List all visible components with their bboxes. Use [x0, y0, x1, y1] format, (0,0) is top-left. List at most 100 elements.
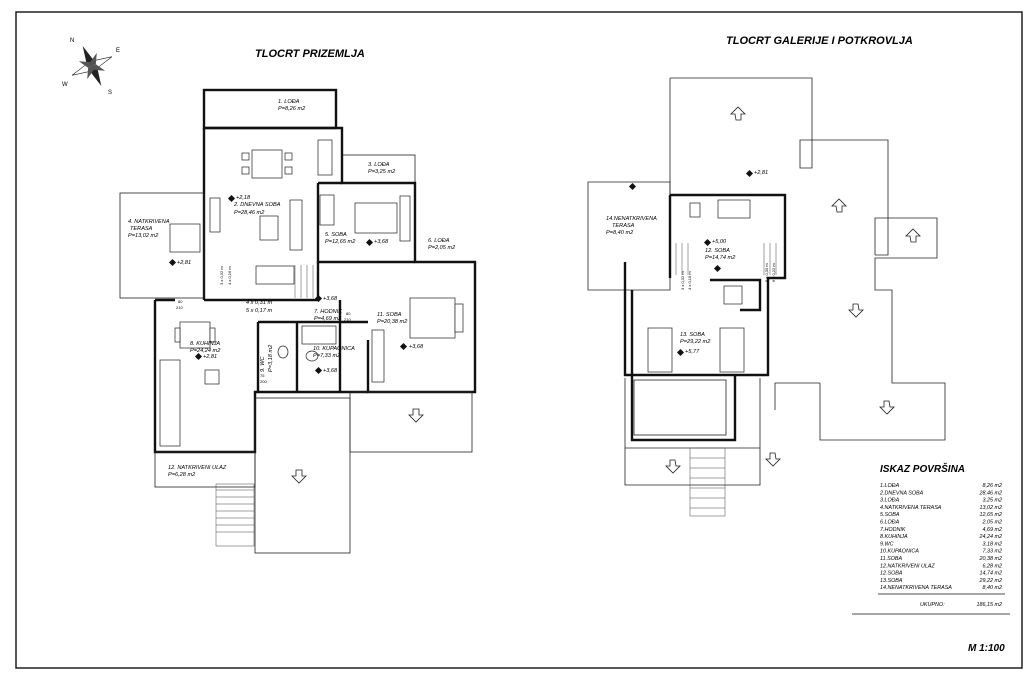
upper-floor-title: TLOCRT GALERIJE I POTKROVLJA: [726, 35, 913, 47]
room-7-area: P=4,69 m2: [314, 316, 342, 322]
summary-row-area: 8,40 m2: [983, 585, 1002, 591]
door-210-b: 210: [176, 305, 183, 310]
room-11-area: P=20,38 m2: [377, 319, 408, 325]
upper-stair-d: 6 x 0,22 m: [771, 263, 776, 282]
room-4-area: P=13,02 m2: [128, 233, 159, 239]
level-g3: +2,81: [203, 354, 217, 360]
summary-row-name: 3.LOĐA: [880, 498, 900, 504]
summary-row-area: 29,22 m2: [979, 578, 1002, 584]
summary-row-name: 13.SOBA: [880, 578, 903, 584]
compass-e: E: [116, 48, 120, 54]
summary-row-area: 4,69 m2: [983, 527, 1002, 533]
summary-row-name: 6.LOĐA: [880, 520, 900, 526]
room-12-name: 12. NATKRIVENI ULAZ: [168, 465, 227, 471]
summary-title: ISKAZ POVRŠINA: [880, 462, 965, 475]
level-marker-icon: [168, 194, 408, 375]
upper-stair-b: 4 x 0,16 m: [687, 271, 692, 290]
ground-floor-plan: 1. LOĐA P=8,26 m2 2. DNEVNA SOBA P=28,46…: [119, 88, 477, 554]
level-u3: +5,77: [685, 349, 700, 355]
room-3-name: 3. LOĐA: [368, 162, 390, 168]
upper-floor-plan: 12. SOBA P=14,74 m2 13. SOBA P=29,22 m2 …: [587, 77, 946, 517]
summary-row-name: 14.NENATKRIVENA TERASA: [880, 585, 952, 591]
room-3-area: P=3,25 m2: [368, 169, 396, 175]
room-10-area: P=7,33 m2: [313, 353, 341, 359]
compass-rose-icon: N E S W: [62, 38, 120, 96]
level-g6: +3,68: [323, 368, 338, 374]
room-u12-name: 12. SOBA: [705, 248, 730, 254]
summary-row-area: 7,33 m2: [983, 549, 1002, 555]
summary-row-area: 8,26 m2: [983, 483, 1002, 489]
door-80-a: 80: [346, 311, 351, 316]
room-7-name: 7. HODNIK: [314, 309, 342, 315]
summary-row-name: 11.SOBA: [880, 556, 902, 562]
room-8-name: 8. KUHINJA: [190, 341, 220, 347]
room-4-name: 4. NATKRIVENA: [128, 219, 170, 225]
upper-stair-a: 3 x 0,32 m: [680, 271, 685, 290]
compass-s: S: [108, 90, 112, 96]
door-210-a: 210: [344, 317, 351, 322]
summary-row-area: 3,18 m2: [983, 541, 1002, 547]
door-75: 75: [260, 373, 265, 378]
room-5-name: 5. SOBA: [325, 232, 347, 238]
room-9-name: 9. WC: [260, 356, 266, 372]
room-u13-name: 13. SOBA: [680, 332, 705, 338]
ground-floor-title: TLOCRT PRIZEMLJA: [255, 48, 365, 60]
summary-row-area: 13,02 m2: [980, 505, 1002, 511]
level-g7: +3,68: [409, 344, 424, 350]
summary-row-area: 14,74 m2: [980, 571, 1002, 577]
door-200: 200: [260, 379, 267, 384]
stair-note-b: 4 x 0,16 m: [227, 266, 232, 285]
level-marker-icon: [628, 169, 754, 357]
summary-row-name: 9.WC: [880, 541, 894, 547]
sheet-border: [15, 11, 1023, 669]
room-5-area: P=12,65 m2: [325, 239, 356, 245]
compass-w: W: [62, 82, 68, 88]
summary-row-name: 5.SOBA: [880, 512, 900, 518]
room-8-area: P=24,24 m2: [190, 348, 221, 354]
slope-arrow-icon: [665, 106, 921, 474]
level-u2: +5,00: [712, 239, 727, 245]
summary-row-name: 12.NATKRIVENI ULAZ: [880, 563, 935, 569]
area-summary: ISKAZ POVRŠINA 1.LOĐA 8,26 m2 2.DNEVNA SOB…: [852, 462, 1010, 615]
room-9-area: P=3,18 m2: [268, 344, 274, 372]
summary-row-area: 12,65 m2: [980, 512, 1002, 518]
summary-row-name: 2.DNEVNA SOBA: [879, 490, 924, 496]
summary-row-name: 8.KUHINJA: [880, 534, 908, 540]
room-10-name: 10. KUPAONICA: [313, 346, 355, 352]
summary-row-name: 10.KUPAONICA: [880, 549, 919, 555]
room-u14-area: P=8,40 m2: [606, 230, 634, 236]
summary-row-name: 1.LOĐA: [880, 483, 900, 489]
room-4-name2: TERASA: [130, 226, 153, 232]
summary-row-name: 7.HODNIK: [880, 527, 906, 533]
room-u14-name: 14.NENATKRIVENA: [606, 216, 657, 222]
summary-total-label: UKUPNO:: [920, 602, 945, 608]
room-6-area: P=2,05 m2: [428, 245, 456, 251]
stair-note-a: 3 x 0,32 m: [219, 266, 224, 285]
upper-stair-c: 5 x 0,30 m: [764, 263, 769, 282]
summary-row-name: 4.NATKRIVENA TERASA: [880, 505, 942, 511]
room-1-name: 1. LOĐA: [278, 99, 300, 105]
door-80-b: 80: [178, 299, 183, 304]
summary-row-area: 3,25 m2: [983, 498, 1002, 504]
summary-row-name: 12.SOBA: [880, 571, 903, 577]
compass-n: N: [70, 38, 74, 44]
summary-row-area: 28,46 m2: [979, 490, 1002, 496]
summary-row-area: 2,05 m2: [982, 520, 1002, 526]
level-g5: +3,68: [323, 296, 338, 302]
level-g4: +3,68: [374, 239, 389, 245]
summary-total-value: 186,15 m2: [977, 602, 1002, 608]
room-6-name: 6. LOĐA: [428, 238, 450, 244]
room-11-name: 11. SOBA: [377, 312, 402, 318]
room-1-area: P=8,26 m2: [278, 106, 306, 112]
level-g1: +2,18: [236, 195, 251, 201]
summary-row-area: 24,24 m2: [979, 534, 1002, 540]
room-2-area: P=28,46 m2: [234, 210, 265, 216]
level-g2: +2,81: [177, 260, 191, 266]
summary-row-area: 6,28 m2: [983, 563, 1002, 569]
window-note-a: 4 x 0,31 m: [246, 300, 272, 306]
room-u13-area: P=29,22 m2: [680, 339, 711, 345]
room-u12-area: P=14,74 m2: [705, 255, 736, 261]
window-note-b: 5 x 0,17 m: [246, 308, 272, 314]
room-12-area: P=6,28 m2: [168, 472, 196, 478]
level-u1: +2,81: [754, 170, 768, 176]
